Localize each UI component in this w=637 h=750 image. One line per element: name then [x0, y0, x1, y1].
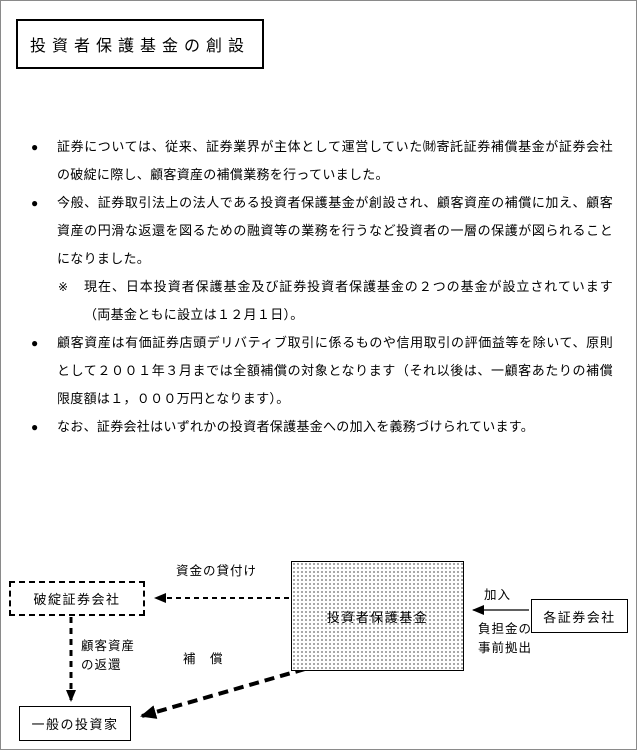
bullet-item-note: ※ 現在、日本投資者保護基金及び証券投資者保護基金の２つの基金が設立されています… — [58, 273, 613, 329]
arrow-compensation — [140, 667, 306, 719]
bullet-text: 今般、証券取引法上の法人である投資者保護基金が創設され、顧客資産の補償に加え、顧… — [57, 195, 613, 266]
bullet-item: ● なお、証券会社はいずれかの投資者保護基金への加入を義務づけられています。 — [31, 413, 613, 441]
label-compensation: 補 償 — [183, 652, 224, 666]
bullet-item: ● 証券については、従来、証券業界が主体として運営していた㈶寄託証券補償基金が証… — [31, 133, 613, 189]
box-failed-securities-company-label: 破綻証券会社 — [33, 592, 121, 607]
bullet-text: なお、証券会社はいずれかの投資者保護基金への加入を義務づけられています。 — [57, 419, 535, 434]
note-text: 現在、日本投資者保護基金及び証券投資者保護基金の２つの基金が設立されています（両… — [84, 279, 613, 322]
bullet-list: ● 証券については、従来、証券業界が主体として運営していた㈶寄託証券補償基金が証… — [31, 133, 613, 441]
label-asset-return: 顧客資産 の返還 — [81, 637, 135, 675]
label-funds-lending: 資金の貸付け — [176, 564, 258, 578]
box-investor-protection-fund-label: 投資者保護基金 — [326, 609, 429, 625]
box-general-investor: 一般の投資家 — [19, 706, 131, 741]
box-failed-securities-company: 破綻証券会社 — [9, 581, 145, 616]
bullet-text: 顧客資産は有価証券店頭デリバティブ取引に係るものや信用取引の評価益等を除いて、原… — [57, 335, 613, 406]
box-each-securities-company: 各証券会社 — [531, 599, 628, 633]
page-title: 投資者保護基金の創設 — [30, 38, 251, 55]
bullet-marker: ● — [31, 140, 39, 154]
label-join: 加入 — [484, 588, 512, 602]
label-asset-return-line2: の返還 — [81, 658, 122, 672]
bullet-marker: ● — [31, 196, 39, 210]
title-box: 投資者保護基金の創設 — [16, 19, 264, 69]
label-asset-return-line1: 顧客資産 — [81, 639, 136, 653]
label-advance-contribution-line2: 事前拠出 — [478, 641, 533, 655]
box-each-securities-company-label: 各証券会社 — [543, 609, 616, 625]
bullet-item: ● 顧客資産は有価証券店頭デリバティブ取引に係るものや信用取引の評価益等を除いて… — [31, 329, 613, 413]
label-advance-contribution-line1: 負担金の — [478, 622, 533, 636]
box-general-investor-label: 一般の投資家 — [31, 717, 119, 732]
box-investor-protection-fund: 投資者保護基金 — [291, 561, 464, 671]
bullet-marker: ● — [31, 336, 39, 350]
diagram-arrows — [66, 593, 529, 719]
bullet-marker: ● — [31, 420, 39, 434]
bullet-item: ● 今般、証券取引法上の法人である投資者保護基金が創設され、顧客資産の補償に加え… — [31, 189, 613, 273]
label-advance-contribution: 負担金の 事前拠出 — [478, 620, 532, 658]
fund-scheme-diagram: 破綻証券会社 投資者保護基金 各証券会社 一般の投資家 資金の貸付け 加入 負担… — [1, 556, 636, 749]
bullet-text: 証券については、従来、証券業界が主体として運営していた㈶寄託証券補償基金が証券会… — [57, 139, 613, 182]
note-marker: ※ — [58, 280, 69, 294]
